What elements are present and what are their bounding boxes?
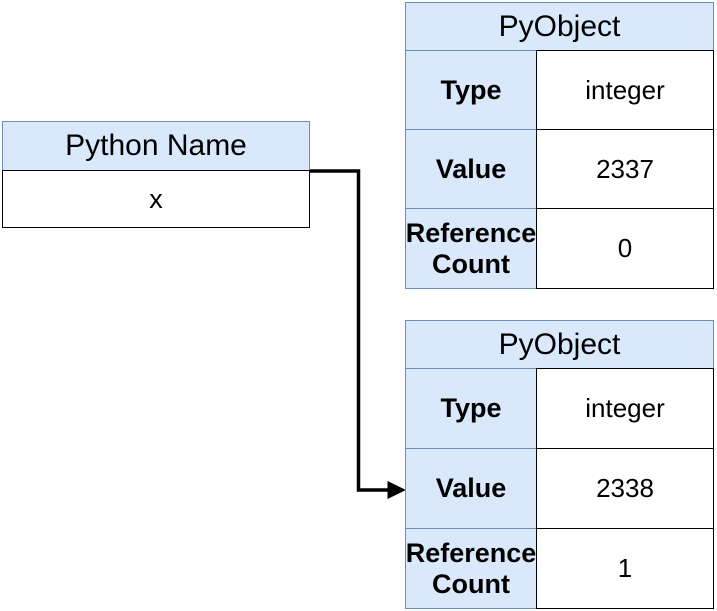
- python-name-box-title: Python Name: [2, 121, 310, 171]
- value-value-cell: 2337: [536, 129, 714, 209]
- type-value-cell: integer: [536, 50, 714, 130]
- value-label-cell: Value: [405, 129, 537, 209]
- type-label-cell: Type: [405, 50, 537, 130]
- pointer-arrowhead-icon: [387, 481, 406, 499]
- pyobject-table-top: PyObject Type integer Value 2337 Referen…: [405, 2, 714, 289]
- pyobject-table-top-title: PyObject: [405, 2, 714, 51]
- python-name-box-value: x: [2, 170, 310, 228]
- table-row: Type integer: [405, 50, 714, 130]
- reference-count-value-cell: 0: [536, 208, 714, 289]
- pyobject-table-bottom: PyObject Type integer Value 2338 Referen…: [405, 320, 714, 609]
- table-row: Type integer: [405, 368, 714, 449]
- reference-count-value-cell: 1: [536, 528, 714, 609]
- python-name-box: Python Name x: [2, 121, 310, 228]
- type-label-cell: Type: [405, 368, 537, 449]
- reference-count-label-cell: Reference Count: [405, 208, 537, 289]
- value-label-cell: Value: [405, 448, 537, 529]
- table-row: Value 2337: [405, 129, 714, 209]
- table-row: Reference Count 1: [405, 528, 714, 609]
- type-value-cell: integer: [536, 368, 714, 449]
- table-row: Value 2338: [405, 448, 714, 529]
- reference-count-label-cell: Reference Count: [405, 528, 537, 609]
- table-row: Reference Count 0: [405, 208, 714, 289]
- pointer-arrow-line: [310, 169, 389, 492]
- value-value-cell: 2338: [536, 448, 714, 529]
- pyobject-table-bottom-title: PyObject: [405, 320, 714, 369]
